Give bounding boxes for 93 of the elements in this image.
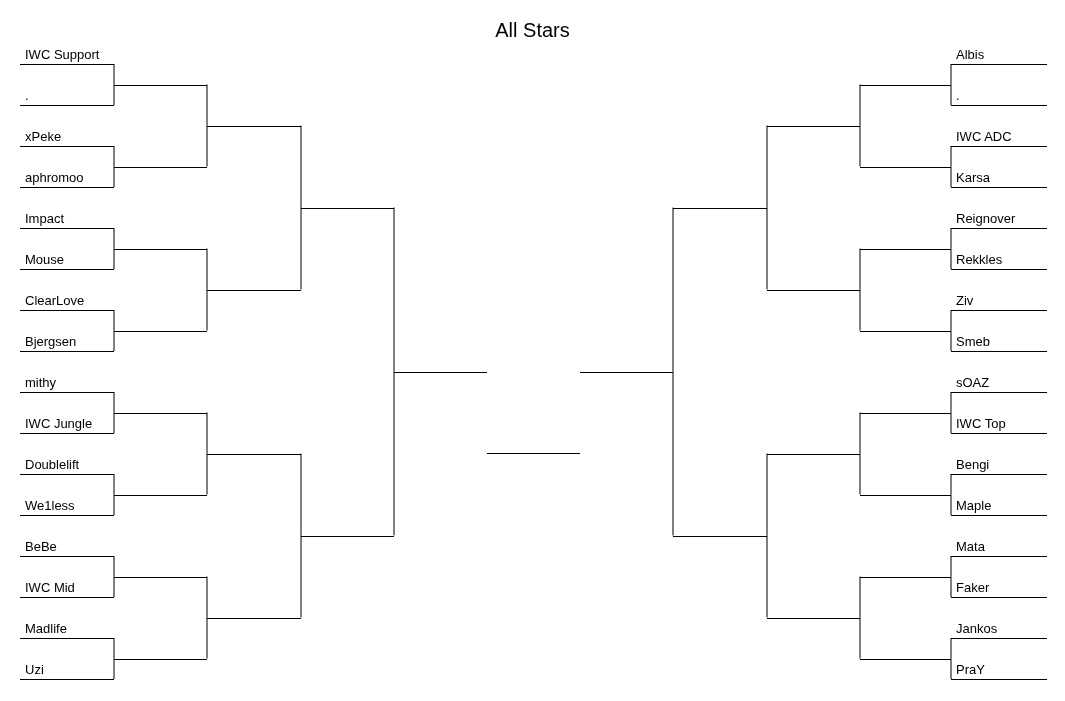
bracket-connector [206, 453, 208, 495]
player-name: ClearLove [24, 294, 85, 310]
bracket-connector [950, 309, 952, 331]
bracket-connector [393, 371, 395, 536]
bracket-connector [950, 473, 952, 495]
player-name: Rekkles [955, 253, 1003, 269]
player-name: Karsa [955, 171, 990, 187]
player-name: IWC Mid [24, 581, 75, 597]
player-name: . [955, 89, 960, 105]
bracket-connector [859, 248, 861, 290]
bracket-connector [950, 391, 952, 413]
player-name: Bjergsen [24, 335, 77, 351]
bracket-connector [766, 207, 768, 290]
bracket-connector [206, 576, 208, 618]
bracket-connector [113, 391, 115, 413]
player-name: IWC Jungle [24, 417, 93, 433]
bracket-connector [206, 617, 208, 659]
player-name: . [24, 89, 29, 105]
bracket-connector [113, 248, 115, 270]
bracket-connector [950, 330, 952, 352]
bracket-connector [113, 330, 115, 352]
player-name: Faker [955, 581, 990, 597]
bracket-connector [300, 125, 302, 208]
bracket-connector [113, 576, 115, 598]
bracket-connector [113, 309, 115, 331]
player-name: Jankos [955, 622, 998, 638]
bracket-connector [672, 371, 674, 536]
bracket-connector [206, 84, 208, 126]
player-name: Mouse [24, 253, 65, 269]
bracket-connector [859, 617, 861, 659]
player-name: mithy [24, 376, 57, 392]
player-name: Ziv [955, 294, 974, 310]
bracket-connector [300, 535, 302, 618]
player-name: PraY [955, 663, 985, 679]
player-name: sOAZ [955, 376, 990, 392]
bracket-connector [113, 555, 115, 577]
bracket-connector [859, 125, 861, 167]
bracket-connector [859, 84, 861, 126]
player-name: Albis [955, 48, 985, 64]
bracket-connector [950, 412, 952, 434]
player-name: IWC Support [24, 48, 100, 64]
bracket-connector [950, 166, 952, 188]
bracket-connector [113, 658, 115, 680]
player-name: IWC Top [955, 417, 1006, 433]
player-name: Uzi [24, 663, 44, 679]
player-name: Maple [955, 499, 992, 515]
bracket-connector [113, 637, 115, 659]
bracket-connector [950, 555, 952, 577]
bracket-connector [113, 494, 115, 516]
bracket-connector [113, 145, 115, 167]
bracket-connector [206, 289, 208, 331]
bracket-connector [206, 248, 208, 290]
bracket-connector [950, 248, 952, 270]
player-name: Madlife [24, 622, 67, 638]
bracket-connector [859, 412, 861, 454]
bracket-connector [300, 453, 302, 536]
bracket-connector [950, 637, 952, 659]
bracket-connector [950, 145, 952, 167]
bracket-connector [950, 658, 952, 680]
bracket-connector [393, 207, 395, 372]
bracket-connector [206, 125, 208, 167]
player-name: Doublelift [24, 458, 80, 474]
bracket-connector [950, 227, 952, 249]
bracket-connector [113, 84, 115, 106]
bracket-connector [113, 412, 115, 434]
bracket-connector [113, 63, 115, 85]
bracket-connector [113, 473, 115, 495]
bracket-connector [672, 207, 674, 372]
bracket-connector [950, 576, 952, 598]
bracket-connector [113, 227, 115, 249]
bracket-connector [859, 576, 861, 618]
player-name: BeBe [24, 540, 57, 556]
player-name: Reignover [955, 212, 1016, 228]
bracket-connector [113, 166, 115, 188]
bracket-connector [859, 289, 861, 331]
player-name: Impact [24, 212, 64, 228]
bracket-connector [950, 84, 952, 106]
title: All Stars [494, 20, 571, 40]
bracket-connector [766, 453, 768, 536]
player-name: aphromoo [24, 171, 84, 187]
player-name: Smeb [955, 335, 990, 351]
bracket-connector [950, 494, 952, 516]
player-name: Bengi [955, 458, 990, 474]
bracket-connector [206, 412, 208, 454]
player-name: Mata [955, 540, 985, 556]
player-name: xPeke [24, 130, 62, 146]
player-name: IWC ADC [955, 130, 1012, 146]
bracket-connector [766, 125, 768, 208]
bracket-connector [766, 535, 768, 618]
bracket-connector [950, 63, 952, 85]
bracket-connector [300, 207, 302, 290]
player-name: We1less [24, 499, 75, 515]
bracket-connector [859, 453, 861, 495]
